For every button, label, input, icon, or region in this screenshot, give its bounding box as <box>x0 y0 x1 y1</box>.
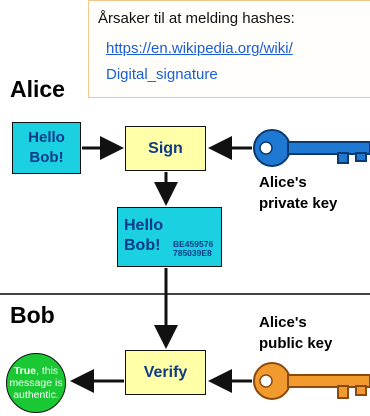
result-bold: True <box>13 365 36 377</box>
signed-message-box: Hello Bob! BE459576 785039E8 <box>117 207 222 267</box>
result-text: , this message is authentic. <box>9 365 63 401</box>
public-key-line-1: Alice's <box>259 314 307 331</box>
private-key-line-2: private key <box>259 195 338 212</box>
original-message-box: Hello Bob! <box>12 122 81 174</box>
note-title: Årsaker til at melding hashes: <box>98 10 295 27</box>
info-note <box>88 0 370 98</box>
public-key-line-2: public key <box>259 335 333 352</box>
private-key-icon <box>253 129 370 167</box>
message-line-1: Hello <box>28 129 65 146</box>
private-key-line-1: Alice's <box>259 174 307 191</box>
message-line-2: Bob! <box>29 149 64 166</box>
signature-hash: BE459576 785039E8 <box>173 240 213 258</box>
verification-result: True, this message is authentic. <box>6 353 66 413</box>
wikipedia-link[interactable]: https://en.wikipedia.org/wiki/ Digital_s… <box>106 36 370 88</box>
hash-line-2: 785039E8 <box>173 248 212 258</box>
verify-box: Verify <box>125 350 206 395</box>
link-line-2[interactable]: Digital_signature <box>106 66 218 83</box>
signed-line-2: Bob! <box>124 237 161 254</box>
link-line-1[interactable]: https://en.wikipedia.org/wiki/ <box>106 40 293 57</box>
hash-line-1: BE459576 <box>173 239 214 249</box>
actor-divider <box>0 293 370 295</box>
signed-line-1: Hello <box>124 217 164 234</box>
sign-box: Sign <box>125 126 206 171</box>
public-key-icon <box>253 362 370 400</box>
public-key-caption: Alice's public key <box>259 312 332 354</box>
alice-label: Alice <box>10 76 65 102</box>
bob-label: Bob <box>10 302 55 328</box>
private-key-caption: Alice's private key <box>259 172 337 214</box>
